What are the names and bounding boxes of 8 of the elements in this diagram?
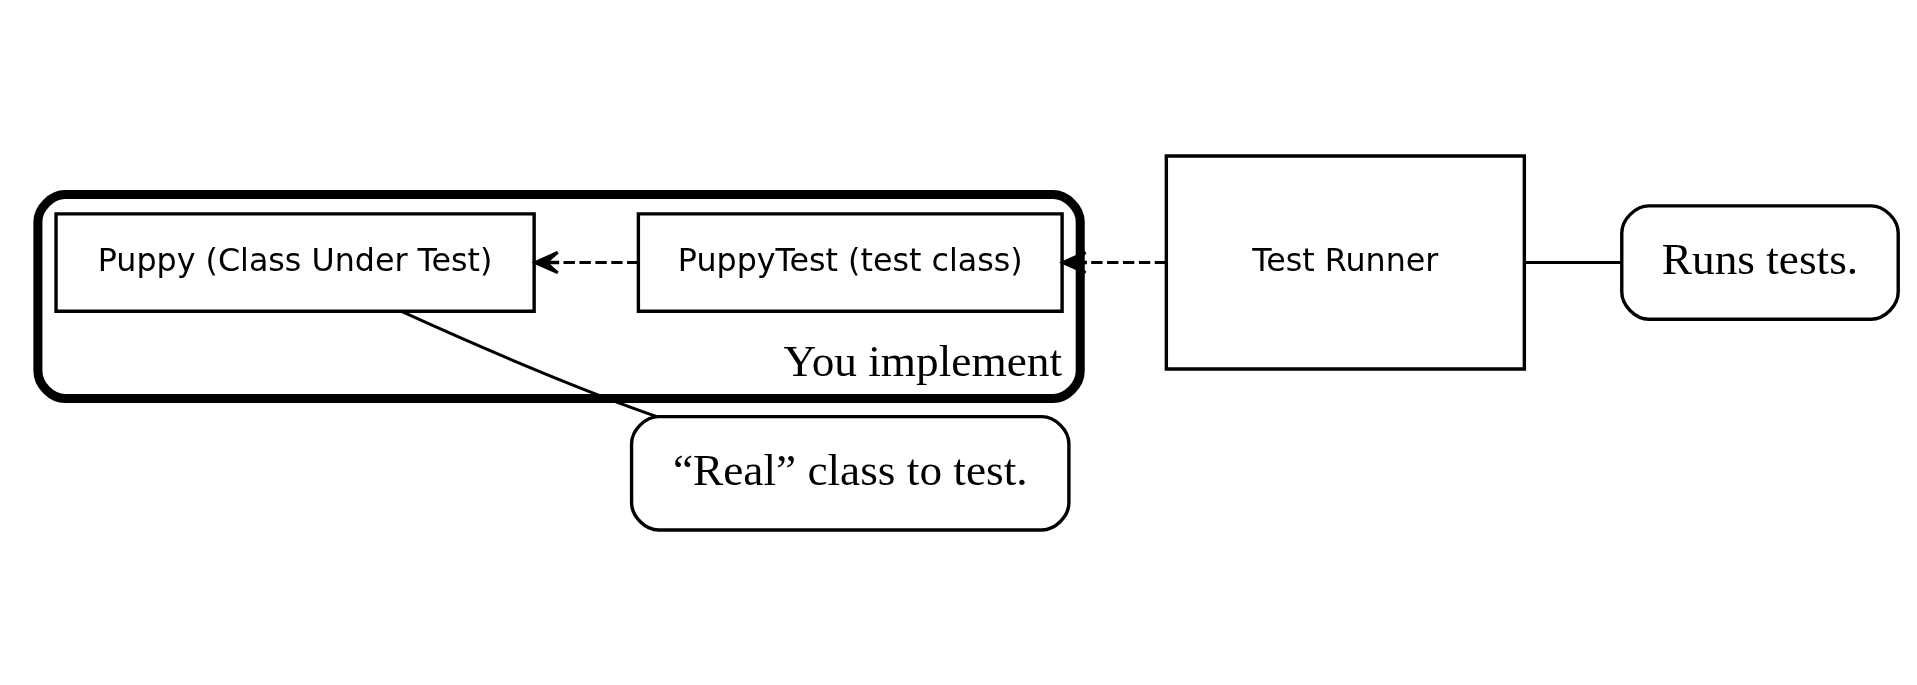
connector: [1524, 260, 1622, 264]
node-box: PuppyTest (test class): [636, 211, 1064, 313]
arrow: [1060, 250, 1166, 274]
node-box: Test Runner: [1164, 153, 1526, 371]
node-box: “Real” class to test.: [629, 414, 1071, 532]
arrow: [533, 250, 638, 274]
node-box: Puppy (Class Under Test): [53, 211, 536, 313]
node-box: Runs tests.: [1619, 203, 1900, 321]
